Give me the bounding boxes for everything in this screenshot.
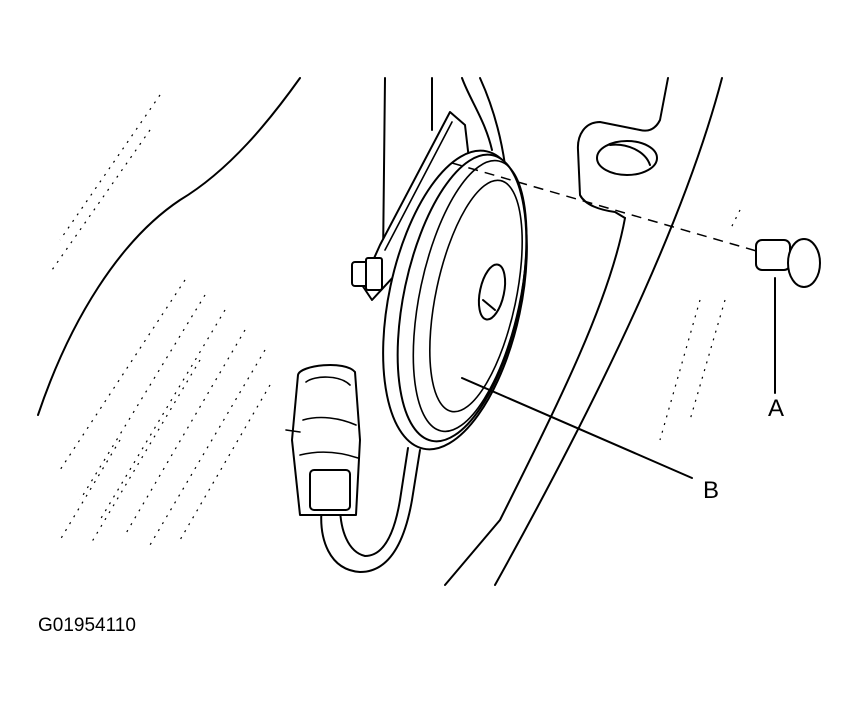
callout-leader-b <box>461 377 693 479</box>
horn-assembly <box>382 149 528 451</box>
callout-label-b: B <box>703 477 719 504</box>
figure-id-code: G01954110 <box>38 615 136 636</box>
mounting-nut <box>351 257 383 291</box>
frame-rails <box>382 77 506 261</box>
body-panel-left <box>37 77 301 546</box>
mounting-bracket <box>444 77 723 586</box>
body-panel-right <box>659 209 741 441</box>
callout-label-a: A <box>768 395 784 422</box>
bracket-hole <box>596 140 658 176</box>
horn-connector <box>285 364 421 573</box>
horn-fastener <box>451 162 821 288</box>
